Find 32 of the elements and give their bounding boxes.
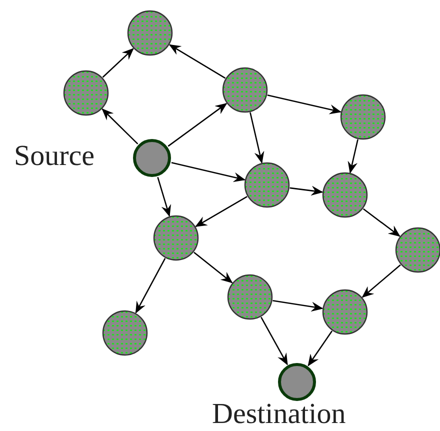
- arrow: [157, 176, 172, 217]
- node-circle: [322, 289, 368, 335]
- arrow: [168, 102, 228, 147]
- node-label: Destination: [212, 400, 346, 429]
- arrow: [272, 300, 324, 312]
- arrow: [308, 330, 333, 366]
- arrow: [348, 139, 358, 174]
- node-circle: [127, 10, 173, 56]
- arrow: [194, 252, 233, 284]
- node-circle: [222, 67, 268, 113]
- arrow: [135, 258, 166, 314]
- node-circle: [63, 70, 109, 116]
- arrow: [290, 186, 324, 196]
- arrow: [102, 108, 138, 144]
- endpoint-circle: [132, 138, 172, 178]
- node-circle: [227, 274, 273, 320]
- endpoint-circle: [277, 362, 317, 402]
- arrow: [171, 162, 246, 182]
- arrow: [250, 112, 264, 164]
- node-circle: [102, 310, 148, 356]
- arrow: [102, 48, 134, 78]
- arrow: [362, 208, 400, 237]
- arrow: [260, 316, 288, 366]
- node-circle: [322, 172, 368, 218]
- node-circle: [153, 215, 199, 261]
- node-circle: [244, 162, 290, 208]
- node-label: Source: [14, 142, 95, 171]
- arrow: [168, 44, 226, 79]
- arrow: [267, 94, 342, 114]
- node-circle: [340, 94, 386, 140]
- arrow: [362, 264, 401, 298]
- arrow: [195, 196, 248, 227]
